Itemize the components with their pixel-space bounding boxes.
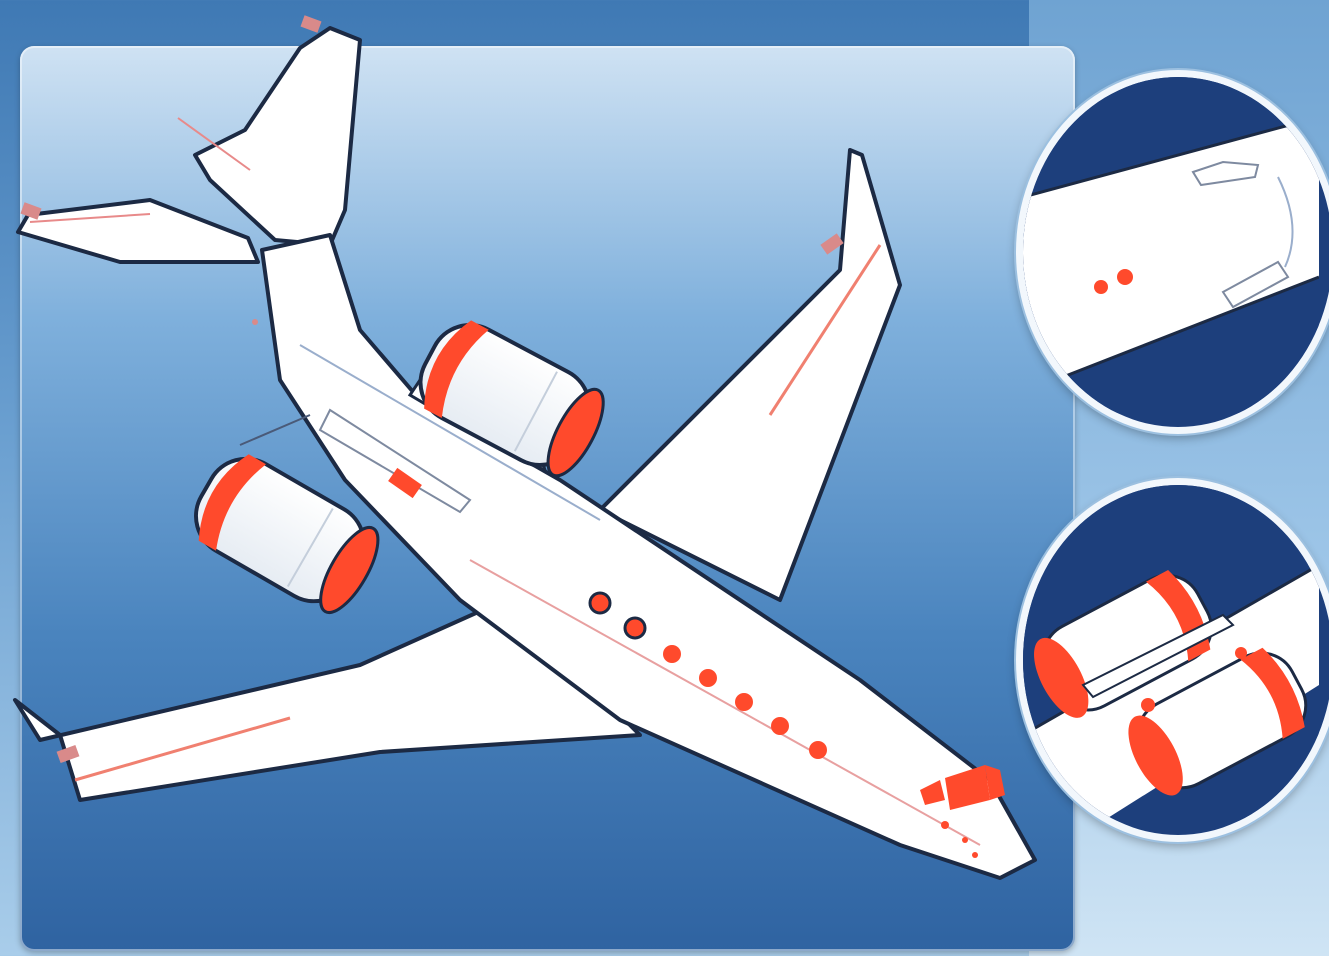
cabin-window bbox=[625, 618, 645, 638]
detail-engines bbox=[1016, 478, 1329, 842]
cabin-window bbox=[590, 593, 610, 613]
vertical-stabilizer bbox=[195, 28, 360, 245]
right-wing bbox=[600, 150, 900, 600]
fuselage-detail-icon bbox=[1023, 77, 1319, 413]
detail-marker bbox=[1117, 269, 1133, 285]
detail-marker bbox=[1094, 280, 1108, 294]
fuselage bbox=[262, 235, 1035, 878]
cabin-window bbox=[699, 669, 717, 687]
cabin-window bbox=[663, 645, 681, 663]
horizontal-stabilizer bbox=[18, 200, 258, 262]
detail-marker bbox=[1141, 698, 1155, 712]
engine-detail-icon bbox=[1023, 485, 1319, 821]
cabin-window bbox=[771, 717, 789, 735]
detail-marker bbox=[1235, 647, 1247, 659]
cabin-window bbox=[735, 693, 753, 711]
detail-fuselage-side bbox=[1016, 70, 1329, 434]
cabin-window bbox=[809, 741, 827, 759]
